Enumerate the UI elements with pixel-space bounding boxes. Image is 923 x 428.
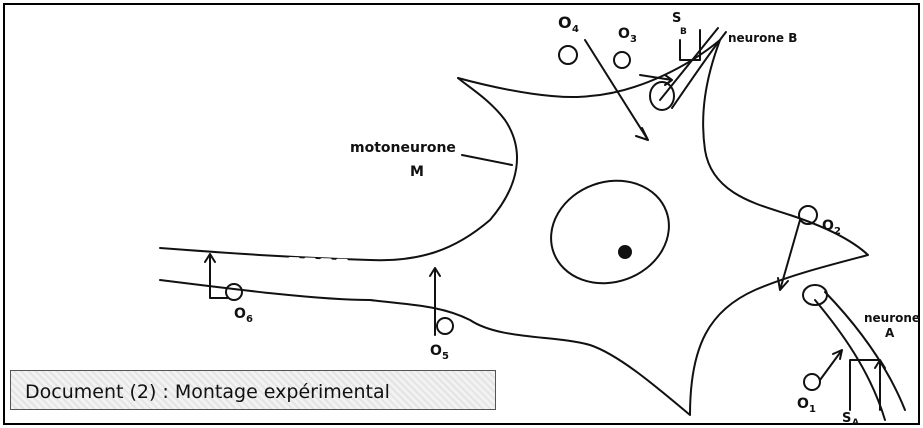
oscilloscope-o1-icon [804, 374, 820, 390]
sb-label: S [672, 11, 681, 26]
stimulator-sa [850, 360, 885, 410]
nucleus [537, 164, 684, 299]
o2-label: O [822, 218, 834, 234]
sb-sub: B [680, 27, 687, 37]
o6-sub: 6 [246, 314, 253, 325]
neurone-a-label: neurone [864, 311, 920, 325]
oscilloscope-o4-icon [559, 46, 577, 64]
caption-box: Document (2) : Montage expérimental [10, 370, 496, 410]
axon-gap [290, 259, 350, 290]
motoneurone-pointer [462, 155, 512, 165]
oscilloscope-o6-icon [226, 284, 242, 300]
o1-sub: 1 [809, 404, 816, 415]
o3-label: O [618, 26, 630, 42]
electrode-o1 [820, 350, 842, 380]
neurone-b-axon [660, 28, 726, 108]
o1-label: O [797, 396, 809, 412]
o3-sub: 3 [630, 34, 637, 45]
neurone-b-label: neurone B [728, 31, 797, 45]
o5-sub: 5 [442, 351, 449, 362]
o5-label: O [430, 343, 442, 359]
oscilloscope-o3-icon [614, 52, 630, 68]
motoneurone-label: motoneurone [350, 140, 456, 156]
electrode-o5 [430, 268, 440, 335]
motoneurone-m-label: M [410, 164, 424, 180]
motoneurone-body [160, 40, 868, 415]
o6-label: O [234, 306, 246, 322]
electrode-o6 [205, 254, 228, 298]
o2-sub: 2 [834, 226, 841, 237]
neurone-a-terminal [803, 285, 827, 305]
caption-text: Document (2) : Montage expérimental [25, 381, 390, 403]
oscilloscope-o5-icon [437, 318, 453, 334]
o4-sub: 4 [572, 24, 579, 35]
o4-label: O [558, 13, 572, 32]
sa-sub: A [852, 418, 859, 428]
motoneurone-dendrite-upper [160, 78, 517, 260]
neurone-a-letter: A [885, 326, 895, 340]
nucleolus [619, 246, 631, 258]
sa-label: S [842, 411, 851, 426]
